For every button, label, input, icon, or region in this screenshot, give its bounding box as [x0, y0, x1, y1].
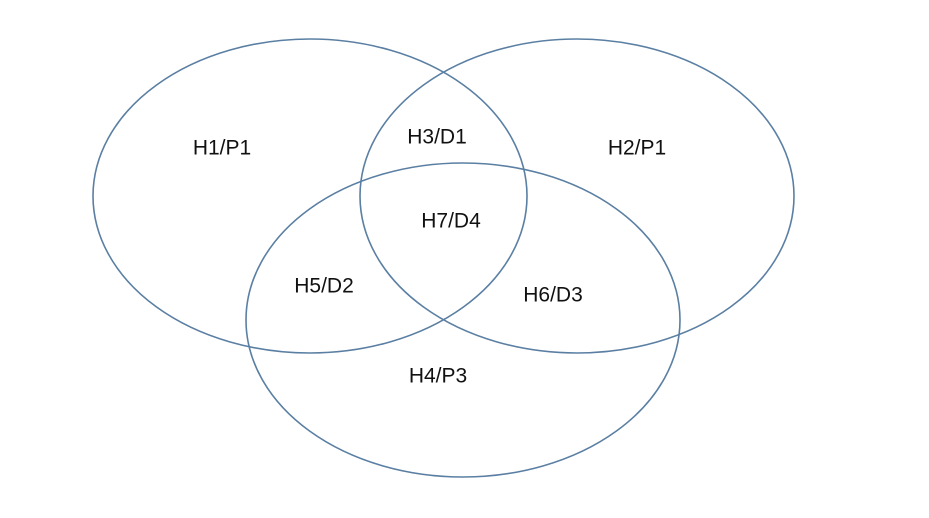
region-right-only-label: H2/P1: [608, 137, 666, 160]
region-all-three-label: H7/D4: [421, 210, 481, 233]
region-left-right-label: H3/D1: [407, 126, 467, 149]
region-right-bottom-label: H6/D3: [523, 284, 583, 307]
set-right-ellipse: [359, 38, 795, 354]
set-bottom-ellipse: [245, 162, 681, 478]
set-left-ellipse: [92, 38, 528, 354]
region-left-bottom-label: H5/D2: [294, 275, 354, 298]
region-bottom-only-label: H4/P3: [409, 365, 467, 388]
region-left-only-label: H1/P1: [193, 137, 251, 160]
